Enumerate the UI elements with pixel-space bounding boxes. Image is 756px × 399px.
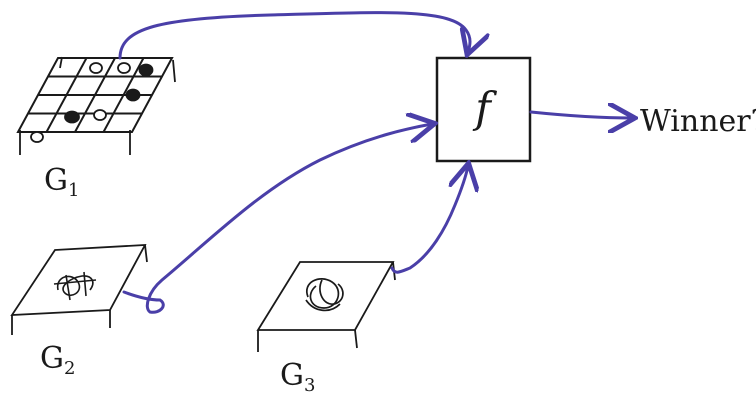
game-board-g3: G3 [258, 262, 395, 396]
board-g2-label: G2 [40, 341, 75, 379]
arrow-g3-to-f [392, 166, 468, 272]
output-label: Winner? [640, 104, 756, 139]
white-stone [31, 132, 43, 142]
tangle-sketch-icon [54, 272, 96, 300]
white-stone [90, 63, 102, 73]
white-stone [94, 110, 106, 120]
black-stone [127, 90, 140, 101]
white-stone [118, 63, 130, 73]
function-box: f [437, 58, 530, 161]
arrows [120, 13, 632, 313]
game-board-g2: G2 [12, 245, 147, 379]
board-g1-label: G1 [44, 163, 79, 201]
board-g3-label: G3 [280, 358, 315, 396]
black-stone [140, 65, 153, 76]
game-board-g1: G1 [18, 57, 175, 201]
knot-sketch-icon [306, 279, 343, 311]
arrow-g1-to-f [120, 13, 470, 58]
black-stone [65, 112, 79, 123]
arrow-g2-to-f [124, 124, 432, 312]
arrow-f-to-output [531, 112, 632, 118]
